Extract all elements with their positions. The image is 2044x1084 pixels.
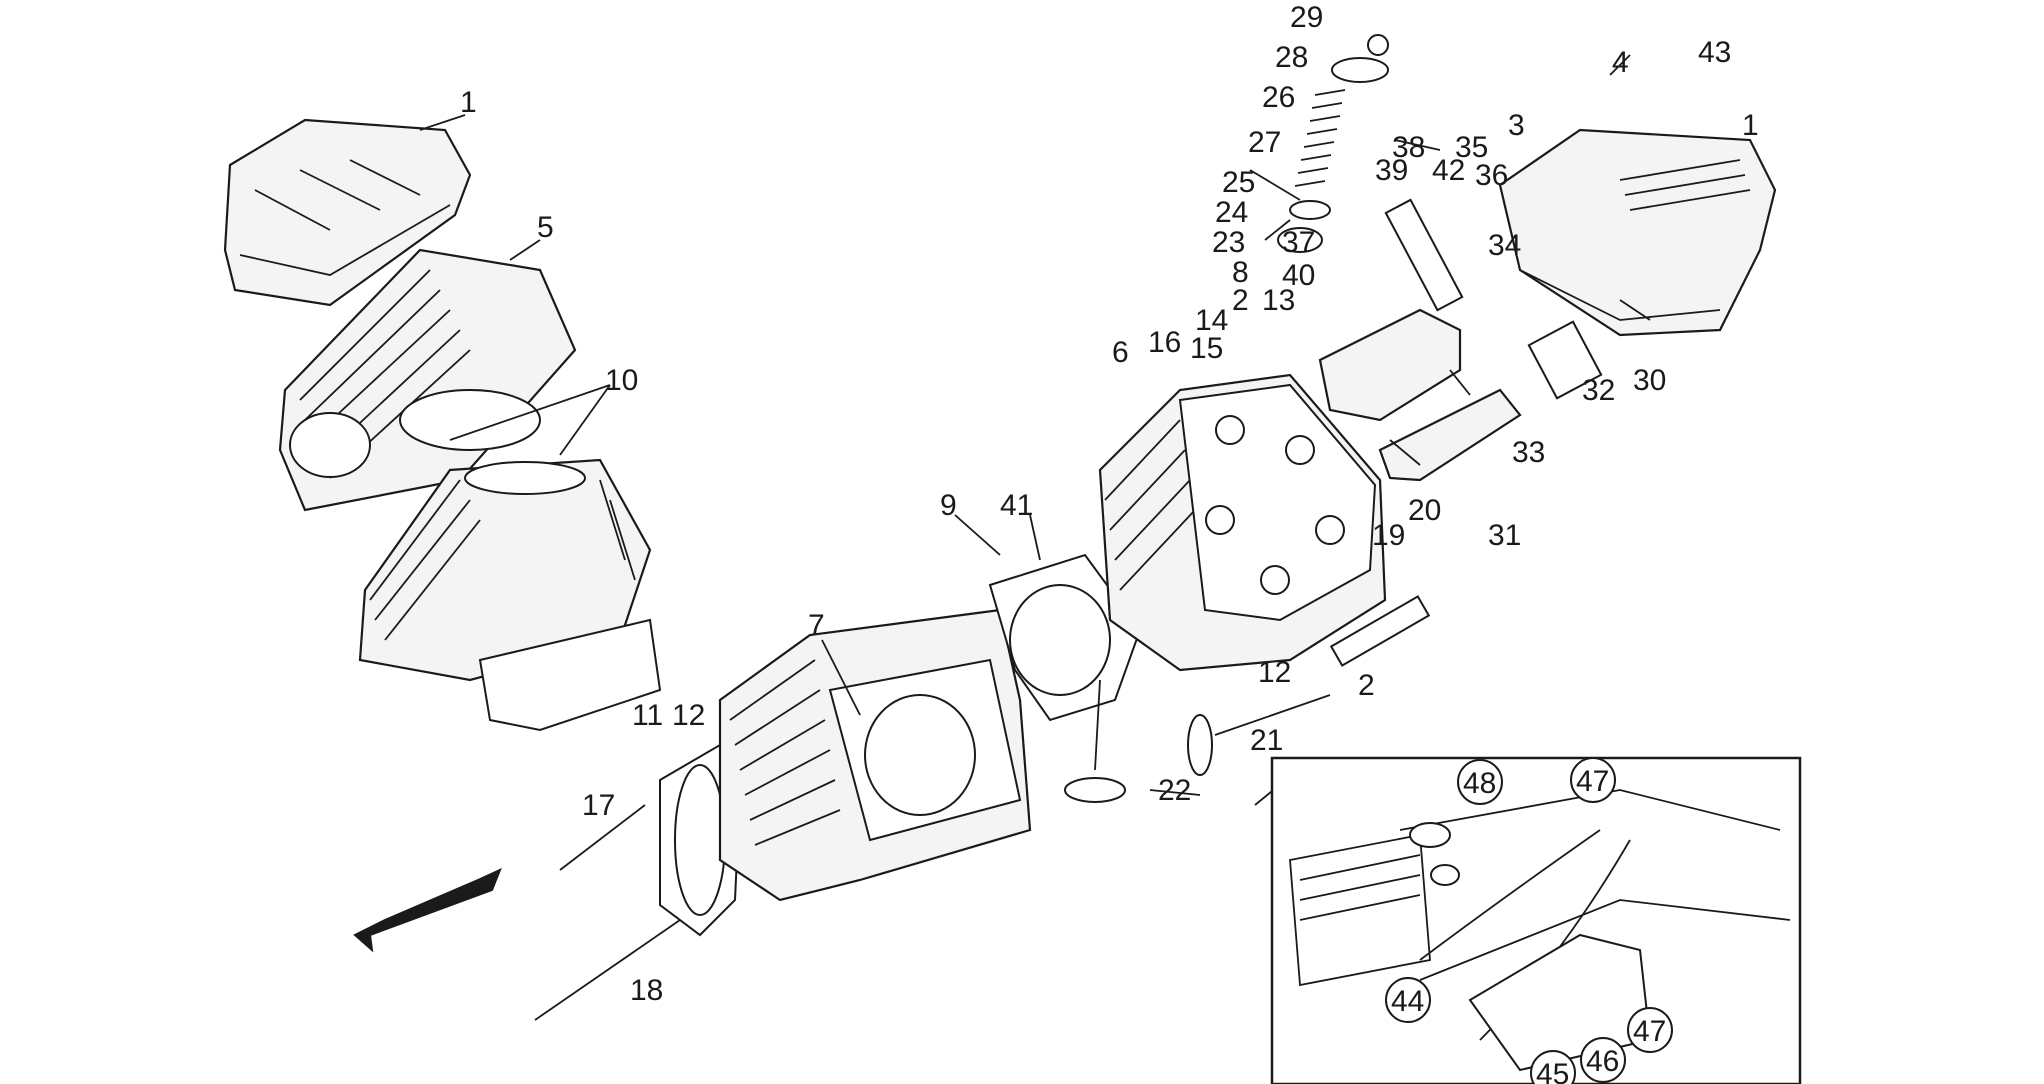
callout-35: 35 [1455,131,1488,164]
inset-callout-47-top: 47 [1576,765,1609,798]
callout-12-left: 12 [672,699,705,732]
callout-16: 16 [1148,326,1181,359]
cylinder-left [358,458,662,732]
callout-11: 11 [632,699,663,732]
callout-40: 40 [1282,259,1315,292]
callout-21: 21 [1250,724,1283,757]
callout-28: 28 [1275,41,1308,74]
callout-2-upper: 2 [1232,284,1249,317]
callout-34: 34 [1488,229,1521,262]
cylinder-head-right [1098,373,1387,672]
callout-4: 4 [1612,46,1629,79]
callout-42: 42 [1432,154,1465,187]
callout-43: 43 [1698,36,1731,69]
inset-callout-48: 48 [1463,767,1496,800]
rocker-cover-right [1498,128,1777,337]
callout-22: 22 [1158,774,1191,807]
inset-callout-44: 44 [1391,985,1424,1018]
valves-and-studs [534,595,1431,1021]
inset-callout-47-bottom: 47 [1633,1015,1666,1048]
callout-36: 36 [1475,159,1508,192]
callout-27: 27 [1248,126,1281,159]
callout-26: 26 [1262,81,1295,114]
leader-lines [419,54,1651,806]
callout-1-right: 1 [1742,109,1759,142]
callout-12-right: 12 [1258,656,1291,689]
callout-31: 31 [1488,519,1521,552]
callout-10: 10 [605,364,638,397]
callout-8: 8 [1232,256,1249,289]
callout-9: 9 [940,489,957,522]
callout-5: 5 [537,211,554,244]
callout-30: 30 [1633,364,1666,397]
callout-15: 15 [1190,332,1223,365]
callout-23: 23 [1212,226,1245,259]
head-gasket [988,553,1142,722]
inset-callouts: 48 47 44 45 46 47 [1385,757,1673,1084]
callout-13: 13 [1262,284,1295,317]
cylinder-head-left [278,248,577,512]
callout-6: 6 [1112,336,1129,369]
callout-17: 17 [582,789,615,822]
callout-14: 14 [1195,304,1228,337]
callout-29: 29 [1290,1,1323,34]
callout-1-left: 1 [460,86,477,119]
callout-38: 38 [1392,131,1425,164]
inset-callout-46: 46 [1586,1045,1619,1078]
callout-37: 37 [1282,226,1315,259]
callout-2-lower: 2 [1358,669,1375,702]
rocker-arm-assembly [1318,198,1603,482]
callout-18: 18 [630,974,663,1007]
rocker-cover-left [223,118,472,307]
callout-24: 24 [1215,196,1248,229]
callout-33: 33 [1512,436,1545,469]
callout-41: 41 [1000,489,1033,522]
callout-19: 19 [1372,519,1405,552]
inset-callout-45: 45 [1536,1058,1569,1084]
cylinder-center [718,608,1032,902]
callout-32: 32 [1582,374,1615,407]
callout-labels: 1 5 10 11 12 17 18 7 9 41 6 16 15 14 13 … [460,1,1759,1007]
direction-arrow-icon [353,868,502,953]
callout-20: 20 [1408,494,1441,527]
callout-3: 3 [1508,109,1525,142]
callout-39: 39 [1375,154,1408,187]
valve-spring-stack [1277,34,1389,253]
inset-detail [1270,756,1802,1084]
callout-25: 25 [1222,166,1255,199]
callout-7: 7 [808,609,825,642]
